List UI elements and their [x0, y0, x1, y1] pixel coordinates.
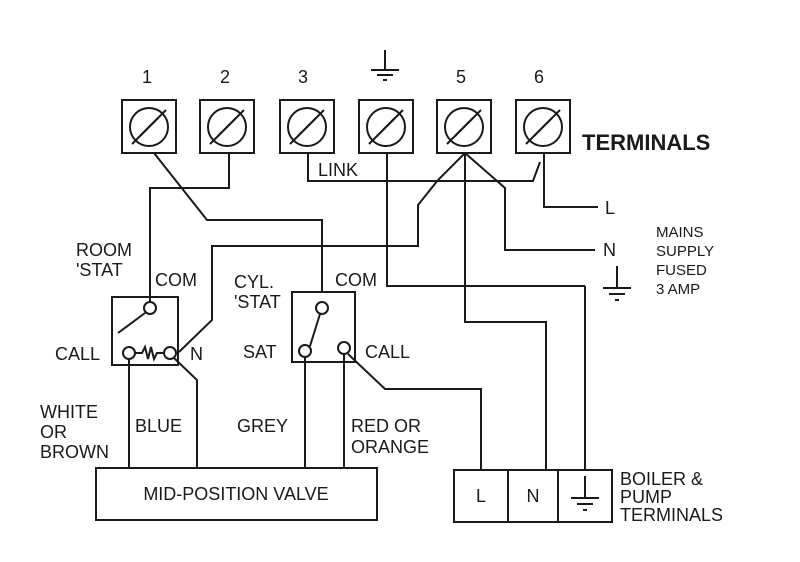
mains-caption-line1: MAINS: [656, 224, 704, 241]
boiler-live-label: L: [476, 486, 486, 506]
roomstat-n-label: N: [190, 344, 203, 364]
wire-t5-to-roomstat-n: [178, 152, 466, 353]
mains-caption-line3: FUSED: [656, 262, 707, 279]
mains-caption-line4: 3 AMP: [656, 281, 700, 298]
wire-t2-to-roomstat-com: [149, 153, 230, 303]
terminal-2-label: 2: [220, 67, 230, 87]
wire-blue: [173, 357, 198, 468]
roomstat-call-label: CALL: [55, 344, 100, 364]
terminal-3-label: 3: [298, 67, 308, 87]
wire-t5-to-boiler-n: [464, 153, 547, 470]
terminal-6-label: 6: [534, 67, 544, 87]
wire-t1-to-cylstat-com: [153, 152, 323, 300]
wire-t5-to-mains-n: [464, 152, 595, 251]
cylinder-thermostat: [291, 291, 356, 363]
roomstat-title-line1: ROOM: [76, 240, 132, 260]
mains-earth-icon: [603, 266, 631, 301]
boiler-caption-line1: BOILER &: [620, 469, 703, 489]
terminals-heading: TERMINALS: [582, 130, 710, 155]
link-label: LINK: [318, 160, 358, 180]
wire-cylcall-to-boiler-l: [347, 353, 482, 470]
cylstat-call-label: CALL: [365, 342, 410, 362]
roomstat-title-line2: 'STAT: [76, 260, 123, 280]
boiler-caption-line3: TERMINALS: [620, 505, 723, 525]
wire-label-white-line2: OR: [40, 422, 67, 442]
cylstat-title-line1: CYL.: [234, 272, 274, 292]
valve-label: MID-POSITION VALVE: [143, 484, 328, 504]
terminal-screw-1: [121, 99, 177, 154]
wire-label-white-line3: BROWN: [40, 442, 109, 462]
mains-neutral-label: N: [603, 240, 616, 260]
wire-label-grey: GREY: [237, 416, 288, 436]
mid-position-valve: [95, 467, 378, 521]
terminal-earth-symbol-icon: [371, 50, 399, 81]
boiler-caption-line2: PUMP: [620, 487, 672, 507]
terminal-screw-5: [436, 99, 492, 154]
boiler-neutral-label: N: [527, 486, 540, 506]
room-thermostat: [111, 288, 179, 366]
terminal-screw-2: [199, 99, 255, 154]
mains-live-label: L: [605, 198, 615, 218]
wire-label-red-line2: ORANGE: [351, 437, 429, 457]
wire-label-red-line1: RED OR: [351, 416, 421, 436]
cylstat-sat-label: SAT: [243, 342, 277, 362]
cylstat-title-line2: 'STAT: [234, 292, 281, 312]
cylstat-com-label: COM: [335, 270, 377, 290]
roomstat-com-label: COM: [155, 270, 197, 290]
wire-link-t3-t6: [307, 153, 541, 182]
wire-t6-to-mains-l: [543, 153, 598, 208]
terminal-screw-6: [515, 99, 571, 154]
boiler-earth-icon: [571, 476, 599, 511]
terminal-5-label: 5: [456, 67, 466, 87]
mains-caption-line2: SUPPLY: [656, 243, 714, 260]
terminal-screw-3: [279, 99, 335, 154]
wire-earth: [386, 153, 585, 287]
wire-label-blue: BLUE: [135, 416, 182, 436]
terminal-screw-4: [358, 99, 414, 154]
wire-label-white-line1: WHITE: [40, 402, 98, 422]
terminal-1-label: 1: [142, 67, 152, 87]
